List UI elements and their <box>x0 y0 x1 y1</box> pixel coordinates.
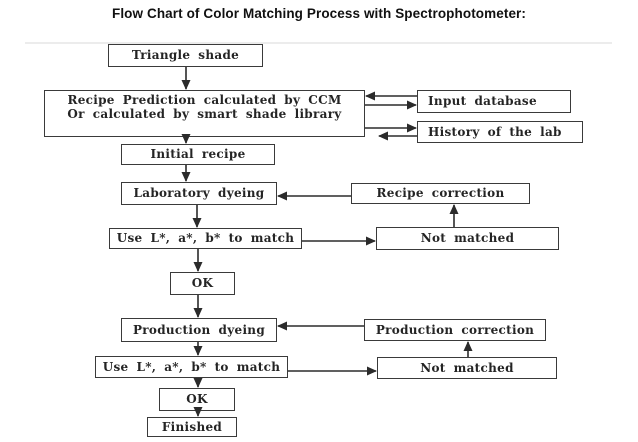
flow-node-ok-2: OK <box>159 388 235 411</box>
flow-node-label: Production dyeing <box>132 322 266 337</box>
title-divider <box>25 42 612 44</box>
flow-node-laboratory-dyeing: Laboratory dyeing <box>121 182 277 205</box>
flow-node-input-database: Input database <box>417 90 571 113</box>
flow-node-label: OK <box>186 392 208 407</box>
flow-node-label: OK <box>191 276 214 291</box>
flow-node-not-matched-2: Not matched <box>377 357 557 379</box>
flow-node-label: History of the lab <box>428 124 562 139</box>
flow-node-triangle-shade: Triangle shade <box>108 44 263 67</box>
flow-node-label: Recipe Prediction calculated by CCM Or c… <box>67 93 342 122</box>
flow-node-label: Not matched <box>420 360 514 375</box>
flow-node-label: Finished <box>161 419 223 434</box>
flow-node-label: Input database <box>428 94 537 109</box>
flow-node-label: Not matched <box>420 231 515 246</box>
flow-node-label: Triangle shade <box>131 48 240 63</box>
flow-node-production-dyeing: Production dyeing <box>121 318 277 342</box>
flow-node-finished: Finished <box>147 417 237 437</box>
flow-node-production-correction: Production correction <box>364 319 546 341</box>
flow-node-recipe-prediction: Recipe Prediction calculated by CCM Or c… <box>44 90 365 137</box>
flow-node-use-lab-match-2: Use L*, a*, b* to match <box>95 356 288 378</box>
flow-node-history-of-the-lab: History of the lab <box>417 121 583 143</box>
flow-node-label: Production correction <box>375 322 535 337</box>
flow-node-recipe-correction: Recipe correction <box>351 183 530 204</box>
flow-node-label: Initial recipe <box>150 147 246 162</box>
flow-node-label: Use L*, a*, b* to match <box>102 359 281 374</box>
flow-node-label: Recipe correction <box>376 186 505 201</box>
flow-node-label: Laboratory dyeing <box>133 186 265 201</box>
flow-node-initial-recipe: Initial recipe <box>121 144 275 165</box>
flow-node-ok-1: OK <box>170 272 235 295</box>
flow-node-label: Use L*, a*, b* to match <box>116 231 295 246</box>
flow-node-not-matched-1: Not matched <box>376 227 559 250</box>
flow-node-use-lab-match-1: Use L*, a*, b* to match <box>109 228 302 249</box>
diagram-title: Flow Chart of Color Matching Process wit… <box>111 6 527 21</box>
